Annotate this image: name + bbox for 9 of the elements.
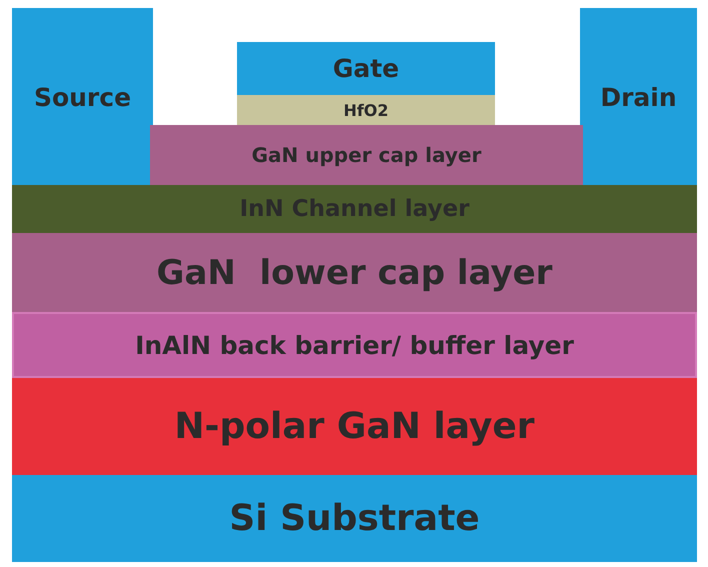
substrate-layer: Si Substrate [12, 475, 697, 562]
buffer-layer: InAlN back barrier/ buffer layer [12, 312, 697, 378]
oxide-layer: HfO2 [237, 95, 495, 125]
gate-electrode: Gate [237, 42, 495, 95]
cap-layer: GaN upper cap layer [150, 125, 583, 185]
cap-layer: GaN lower cap layer [12, 233, 697, 312]
source-electrode: Source [12, 8, 153, 185]
drain-electrode: Drain [580, 8, 697, 185]
polar-layer: N-polar GaN layer [12, 378, 697, 475]
